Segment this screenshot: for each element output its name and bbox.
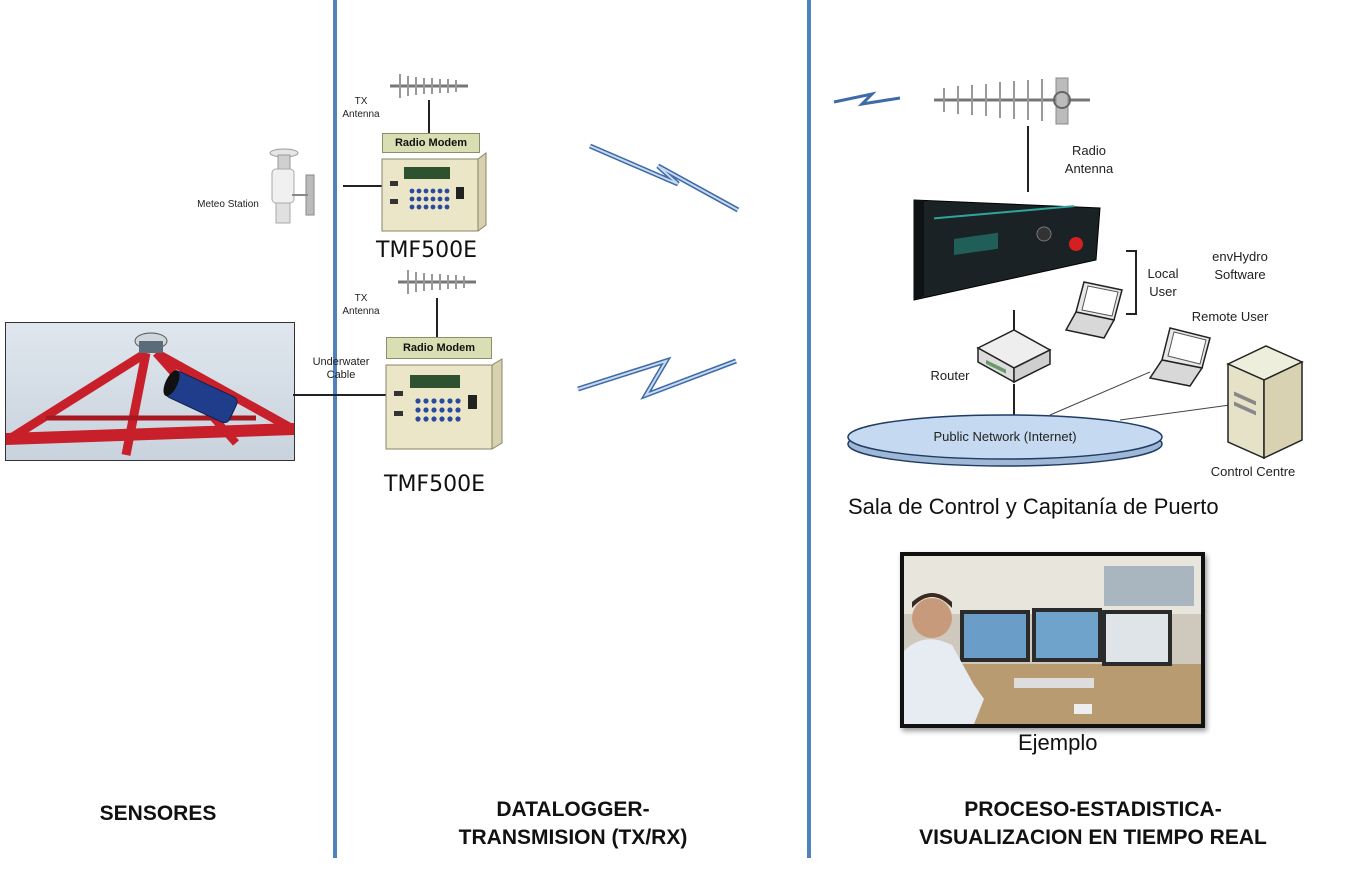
control-room-photo — [900, 552, 1205, 728]
meteo-station-icon — [269, 148, 315, 224]
radio-link-icon-3 — [833, 91, 901, 107]
local-user-bracket — [1126, 250, 1137, 315]
underwater-cable-label: Underwater Cable — [312, 356, 370, 381]
tx-antenna-icon-2 — [398, 270, 476, 294]
antenna-mast-2 — [436, 298, 438, 338]
radio-modem-2: Radio Modem — [385, 337, 503, 452]
antenna-cable — [1027, 126, 1029, 192]
meteo-station-label: Meteo Station — [197, 199, 259, 210]
section-title-datalogger: DATALOGGER- TRANSMISION (TX/RX) — [458, 798, 688, 849]
tmf-label-2: TMF500E — [384, 472, 485, 497]
rack-receiver-icon — [913, 199, 1101, 301]
local-user-label: Local User — [1147, 266, 1179, 299]
radio-modem-label-2: Radio Modem — [386, 337, 492, 359]
sala-control-caption: Sala de Control y Capitanía de Puerto — [848, 494, 1219, 519]
radio-modem-1: Radio Modem — [381, 133, 487, 233]
tmf-label-1: TMF500E — [376, 238, 477, 263]
underwater-frame-image — [5, 322, 295, 461]
radio-antenna-label: Radio Antenna — [1064, 143, 1114, 176]
divider-left — [333, 0, 337, 858]
section-title-proceso: PROCESO-ESTADISTICA- VISUALIZACION EN TI… — [919, 798, 1267, 849]
router-label: Router — [930, 368, 970, 383]
envhydro-label: envHydro Software — [1212, 249, 1268, 282]
antenna-mast-1 — [428, 100, 430, 134]
public-network-label: Public Network (Internet) — [933, 429, 1077, 444]
control-centre-label: Control Centre — [1210, 464, 1296, 479]
radio-modem-label-1: Radio Modem — [382, 133, 480, 153]
tx-antenna-label-1: TX Antenna — [342, 96, 380, 120]
laptop-icon-local — [1064, 281, 1123, 339]
radio-antenna-icon — [934, 77, 1090, 125]
network-connection-lines — [1049, 371, 1231, 421]
remote-user-label: Remote User — [1191, 309, 1269, 324]
router-to-network-line — [1013, 384, 1015, 418]
router-icon — [976, 329, 1052, 384]
divider-right — [807, 0, 811, 858]
ejemplo-caption: Ejemplo — [1018, 730, 1098, 755]
laptop-icon-remote — [1148, 327, 1211, 387]
radio-link-icon-1 — [589, 143, 740, 213]
meteo-connector — [343, 185, 383, 187]
tx-antenna-icon-1 — [390, 74, 468, 98]
section-title-sensores: SENSORES — [99, 802, 217, 825]
radio-link-icon-2 — [577, 356, 737, 400]
underwater-cable-line — [293, 394, 388, 396]
public-network-ellipse — [847, 414, 1163, 467]
tx-antenna-label-2: TX Antenna — [342, 293, 380, 317]
server-icon — [1226, 345, 1304, 460]
